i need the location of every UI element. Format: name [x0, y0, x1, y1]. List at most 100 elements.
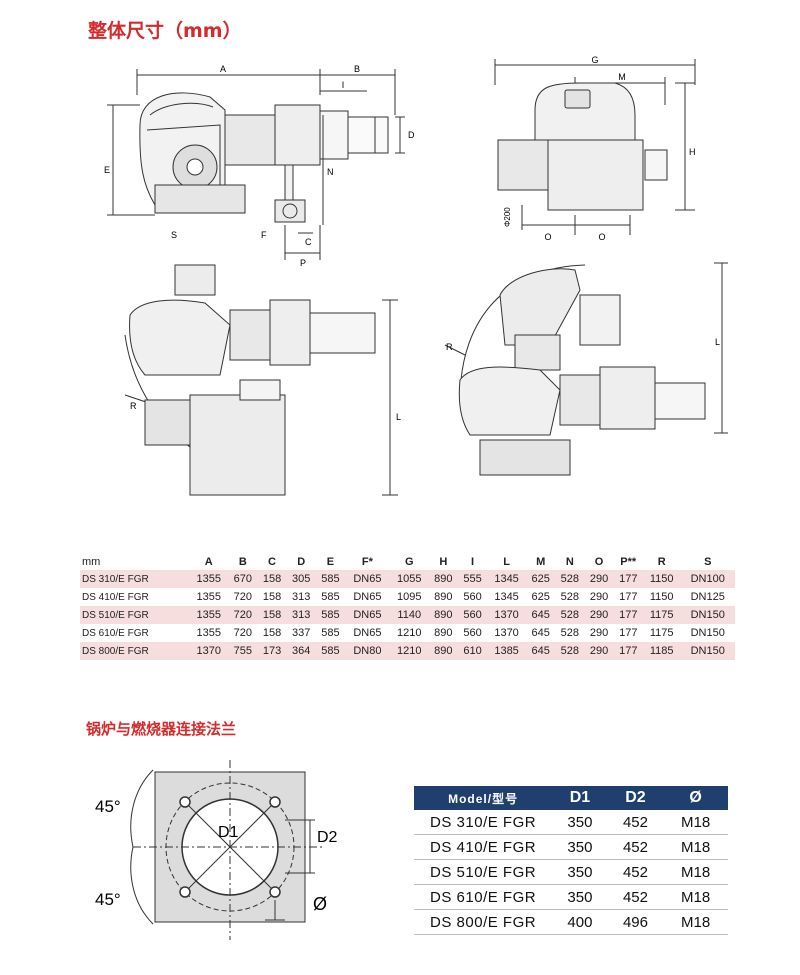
table-cell: DN65 — [345, 606, 390, 624]
table-cell: 290 — [584, 624, 614, 642]
model-name-cell: DS 310/E FGR — [414, 810, 553, 835]
table-cell: 177 — [613, 624, 643, 642]
table-cell: 1355 — [189, 570, 229, 588]
header-m: M — [536, 555, 546, 568]
table-cell: M18 — [663, 909, 728, 935]
dim-label-r-left: R — [130, 401, 137, 411]
table-cell: 1210 — [389, 642, 429, 660]
table-cell: 1140 — [389, 606, 429, 624]
header-p: P** — [620, 555, 637, 568]
dim-label-phi200: Φ200 — [503, 207, 512, 227]
table-cell: DN150 — [680, 624, 735, 642]
dimensions-table: mm A B C D E F* G H I L M N O P** R S DS… — [80, 553, 735, 660]
table-cell: 177 — [613, 642, 643, 660]
header-d: D — [297, 555, 306, 568]
table-cell: 625 — [526, 588, 556, 606]
table-cell: 290 — [584, 588, 614, 606]
flange-d1-label: D1 — [218, 824, 239, 841]
dim-label-o-left: O — [544, 232, 551, 242]
table-cell: 452 — [607, 810, 664, 835]
header-r: R — [657, 555, 666, 568]
model-name-cell: DS 800/E FGR — [414, 909, 553, 935]
table-cell: M18 — [663, 834, 728, 860]
table-cell: 350 — [552, 834, 608, 860]
table-cell: 364 — [286, 642, 316, 660]
table-cell: 890 — [428, 624, 458, 642]
table-cell: 1175 — [642, 606, 681, 624]
header-model: Model/型号 — [414, 786, 553, 810]
table-cell: 158 — [257, 606, 287, 624]
header-s: S — [704, 555, 712, 568]
dim-label-p: P — [300, 258, 306, 268]
table-cell: 158 — [257, 624, 287, 642]
table-cell: 158 — [257, 570, 287, 588]
header-hole: Ø — [663, 786, 728, 810]
table-cell: 890 — [428, 588, 458, 606]
table-cell: 177 — [613, 606, 643, 624]
dim-label-e: E — [104, 165, 110, 175]
header-d2: D2 — [607, 786, 664, 810]
table-cell: 645 — [526, 606, 556, 624]
model-name-cell: DS 610/E FGR — [414, 884, 553, 910]
burner-front-view-drawing: G M H Φ200 O O — [494, 55, 696, 242]
table-cell: 400 — [552, 909, 608, 935]
table-cell: 555 — [457, 570, 488, 588]
table-cell: 1355 — [189, 606, 229, 624]
dim-label-s: S — [171, 230, 177, 240]
table-cell: 177 — [613, 588, 643, 606]
table-cell: 1370 — [487, 624, 527, 642]
table-cell: 313 — [286, 588, 316, 606]
table-cell: 720 — [228, 588, 258, 606]
table-cell: M18 — [663, 884, 728, 910]
dim-label-h: H — [689, 147, 696, 157]
flange-d2-label: D2 — [317, 829, 338, 846]
table-cell: 158 — [257, 588, 287, 606]
table-cell: 585 — [315, 642, 346, 660]
table-cell: DN125 — [680, 588, 735, 606]
table-cell: DN150 — [680, 606, 735, 624]
dim-label-d: D — [408, 130, 415, 140]
table-cell: 890 — [428, 606, 458, 624]
model-name-cell: DS 510/E FGR — [80, 606, 190, 624]
table-cell: DN65 — [345, 588, 390, 606]
header-c: C — [268, 555, 276, 568]
table-cell: 1355 — [189, 624, 229, 642]
header-b: B — [238, 555, 247, 568]
header-l: L — [503, 555, 510, 568]
table-cell: DN150 — [680, 642, 735, 660]
dim-label-l-left: L — [396, 412, 401, 422]
table-cell: 1210 — [389, 624, 429, 642]
dim-label-o-right: O — [598, 232, 605, 242]
table-cell: 337 — [286, 624, 316, 642]
model-name-cell: DS 410/E FGR — [80, 588, 190, 606]
table-cell: 1385 — [487, 642, 527, 660]
flange-drawing: 45° 45° D1 D2 Ø — [95, 760, 338, 940]
table-cell: 645 — [526, 642, 556, 660]
table-cell: 560 — [457, 606, 488, 624]
table-cell: 1370 — [487, 606, 527, 624]
model-name-cell: DS 410/E FGR — [414, 834, 553, 860]
table-cell: 350 — [552, 859, 608, 885]
table-cell: 452 — [607, 859, 664, 885]
dim-label-m: M — [618, 72, 626, 82]
flange-angle-bottom: 45° — [95, 890, 121, 909]
table-cell: M18 — [663, 810, 728, 835]
table-cell: 720 — [228, 624, 258, 642]
table-cell: 1345 — [487, 588, 527, 606]
dim-label-b: B — [354, 64, 360, 74]
dimensions-header-row: mm A B C D E F* G H I L M N O P** R S — [80, 553, 735, 570]
dim-label-n: N — [327, 167, 334, 177]
table-cell: 305 — [286, 570, 316, 588]
table-cell: 1055 — [389, 570, 429, 588]
table-cell: 528 — [555, 642, 585, 660]
header-h: H — [439, 555, 448, 568]
header-d1: D1 — [552, 786, 608, 810]
model-name-cell: DS 800/E FGR — [80, 642, 190, 660]
dim-label-g: G — [591, 55, 598, 65]
burner-swing-view-right: R L — [444, 262, 728, 476]
